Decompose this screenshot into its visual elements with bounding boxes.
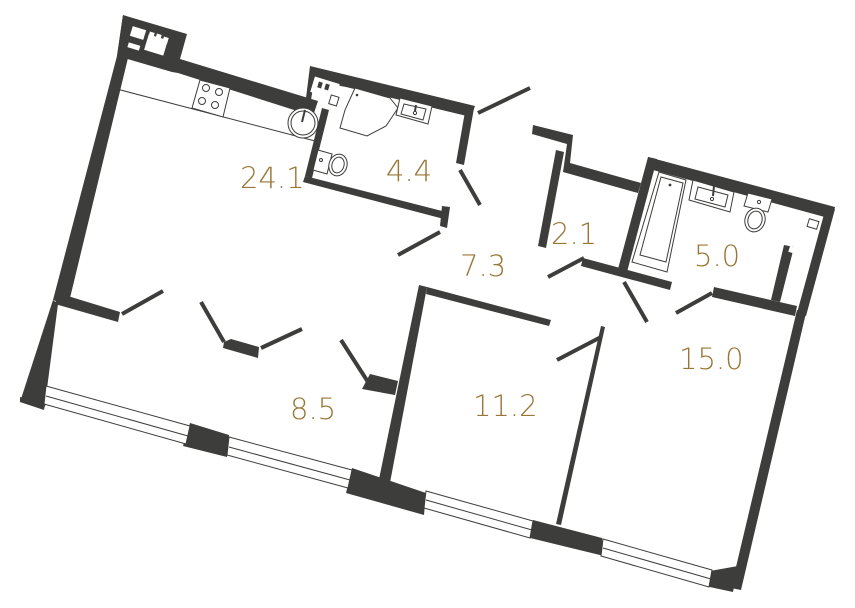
utility-shaft-icon [781, 218, 820, 303]
room-area-bathroom-1: 4.4 [386, 154, 433, 188]
wall-balcony-bedroom1 [378, 285, 427, 488]
wall-storage-left [538, 150, 564, 248]
door-bath2 [622, 281, 649, 323]
wall-right-exterior [731, 310, 806, 590]
wall-kitchen-balcony-right [362, 374, 398, 395]
wall-kitchen-balcony-left [55, 293, 120, 322]
door-bedroom2 [675, 291, 713, 315]
wall-utility-shaft [771, 245, 794, 302]
wall-storage-top [532, 125, 641, 193]
shower-icon [339, 87, 399, 137]
wall-left-balcony [20, 300, 58, 410]
room-area-balcony: 8.5 [290, 392, 337, 426]
wall-balcony-bottom-left [20, 397, 46, 408]
wall-bath2-bottom [712, 287, 797, 316]
wall-bath2-right [797, 207, 835, 316]
toilet-icon [312, 149, 348, 177]
wall-bath1-right [456, 106, 474, 165]
bath2-fixtures [631, 171, 820, 303]
wall-balcony-bottom-right-pier [346, 468, 426, 515]
wall-bath2-left [618, 157, 657, 272]
stove-icon [191, 79, 231, 118]
windows [43, 385, 713, 588]
room-area-kitchen-living: 24.1 [240, 161, 305, 195]
bath1-fixtures [312, 87, 433, 177]
wall-bedroom-pier [526, 520, 604, 556]
door-balcony-2a [199, 301, 226, 343]
wall-bath1-top [306, 66, 475, 117]
window-balcony-right [226, 436, 353, 489]
washbasin-2-icon [688, 179, 735, 213]
door-balcony-2b [260, 327, 303, 350]
room-area-bathroom-2: 5.0 [694, 239, 741, 273]
wall-bath1-door-jamb [440, 206, 450, 228]
wall-bottom-right-corner [705, 566, 738, 592]
doors [121, 86, 713, 384]
room-area-bedroom-2: 15.0 [679, 342, 744, 376]
toilet-2-icon [743, 192, 773, 233]
wall-hall-bedroom1 [426, 287, 551, 326]
door-entrance [477, 86, 531, 115]
wall-balcony-pier [183, 423, 229, 457]
wall-bath2-top [648, 157, 835, 219]
door-bath1 [458, 169, 482, 206]
wall-bedroom1-bedroom2 [556, 326, 605, 525]
door-kitchen-entry [397, 230, 441, 257]
room-area-hallway: 7.3 [460, 249, 507, 283]
kitchen-fixtures [112, 26, 340, 142]
vent-shaft-icon [127, 26, 169, 56]
washbasin-icon [395, 97, 433, 125]
wall-bath1-left [305, 108, 329, 178]
wall-bath1-bottom [303, 176, 446, 219]
wall-left-exterior [53, 15, 128, 302]
door-bedroom1 [556, 335, 602, 362]
kitchen-sink-icon [287, 107, 319, 139]
door-balcony-3 [339, 338, 370, 384]
door-balcony-1 [121, 289, 164, 316]
walls [20, 15, 835, 592]
vent-shaft-2-icon [310, 76, 340, 107]
room-area-bedroom-1: 11.2 [473, 389, 538, 423]
door-storage [547, 256, 585, 279]
window-balcony-left [43, 385, 191, 445]
wall-kitchen-balcony-mid [223, 339, 259, 358]
bathtub-icon [631, 171, 687, 273]
room-area-storage: 2.1 [551, 217, 598, 251]
wall-storage-bottom [581, 258, 672, 290]
